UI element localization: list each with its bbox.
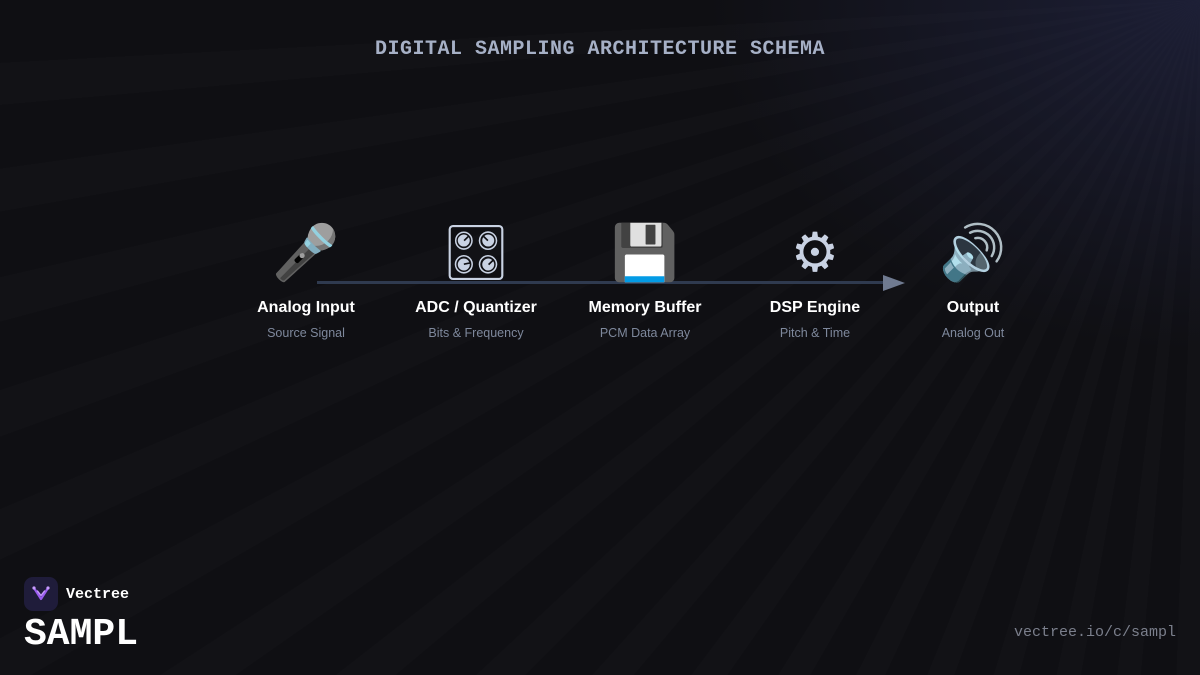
node-adc-quantizer: 🎛 ADC / Quantizer Bits & Frequency [386, 220, 566, 340]
node-label: DSP Engine [769, 299, 861, 316]
node-sublabel: Analog Out [941, 326, 1005, 340]
node-label: Analog Input [257, 299, 355, 316]
node-sublabel: Pitch & Time [779, 326, 851, 340]
brand-row: Vectree [24, 577, 138, 611]
node-dsp-engine: ⚙ DSP Engine Pitch & Time [725, 220, 905, 340]
product-name: SAMPL [24, 613, 139, 656]
floppy-disk-icon: 💾 [611, 221, 679, 284]
flow-arrowhead [883, 275, 905, 291]
footer-url: vectree.io/c/sampl [1013, 624, 1176, 641]
node-label: Output [946, 299, 1000, 316]
speaker-icon: 🔊 [939, 221, 1007, 284]
flow-line [317, 281, 885, 284]
node-label: ADC / Quantizer [415, 299, 537, 316]
control-knobs-icon: 🎛 [441, 221, 511, 284]
node-sublabel: PCM Data Array [599, 326, 691, 340]
node-label: Memory Buffer [588, 299, 702, 316]
node-sublabel: Source Signal [267, 326, 345, 340]
brand-name: Vectree [66, 585, 130, 603]
vectree-logo-icon [24, 577, 58, 611]
vectree-logo-mark [32, 586, 50, 601]
node-output: 🔊 Output Analog Out [883, 220, 1063, 340]
node-sublabel: Bits & Frequency [428, 326, 524, 340]
brand-block: Vectree SAMPL [24, 577, 138, 655]
diagram-title: DIGITAL SAMPLING ARCHITECTURE SCHEMA [374, 38, 826, 61]
microphone-icon: 🎤 [272, 221, 340, 284]
node-memory-buffer: 💾 Memory Buffer PCM Data Array [555, 220, 735, 340]
node-analog-input: 🎤 Analog Input Source Signal [216, 220, 396, 340]
gear-icon: ⚙ [790, 221, 840, 284]
